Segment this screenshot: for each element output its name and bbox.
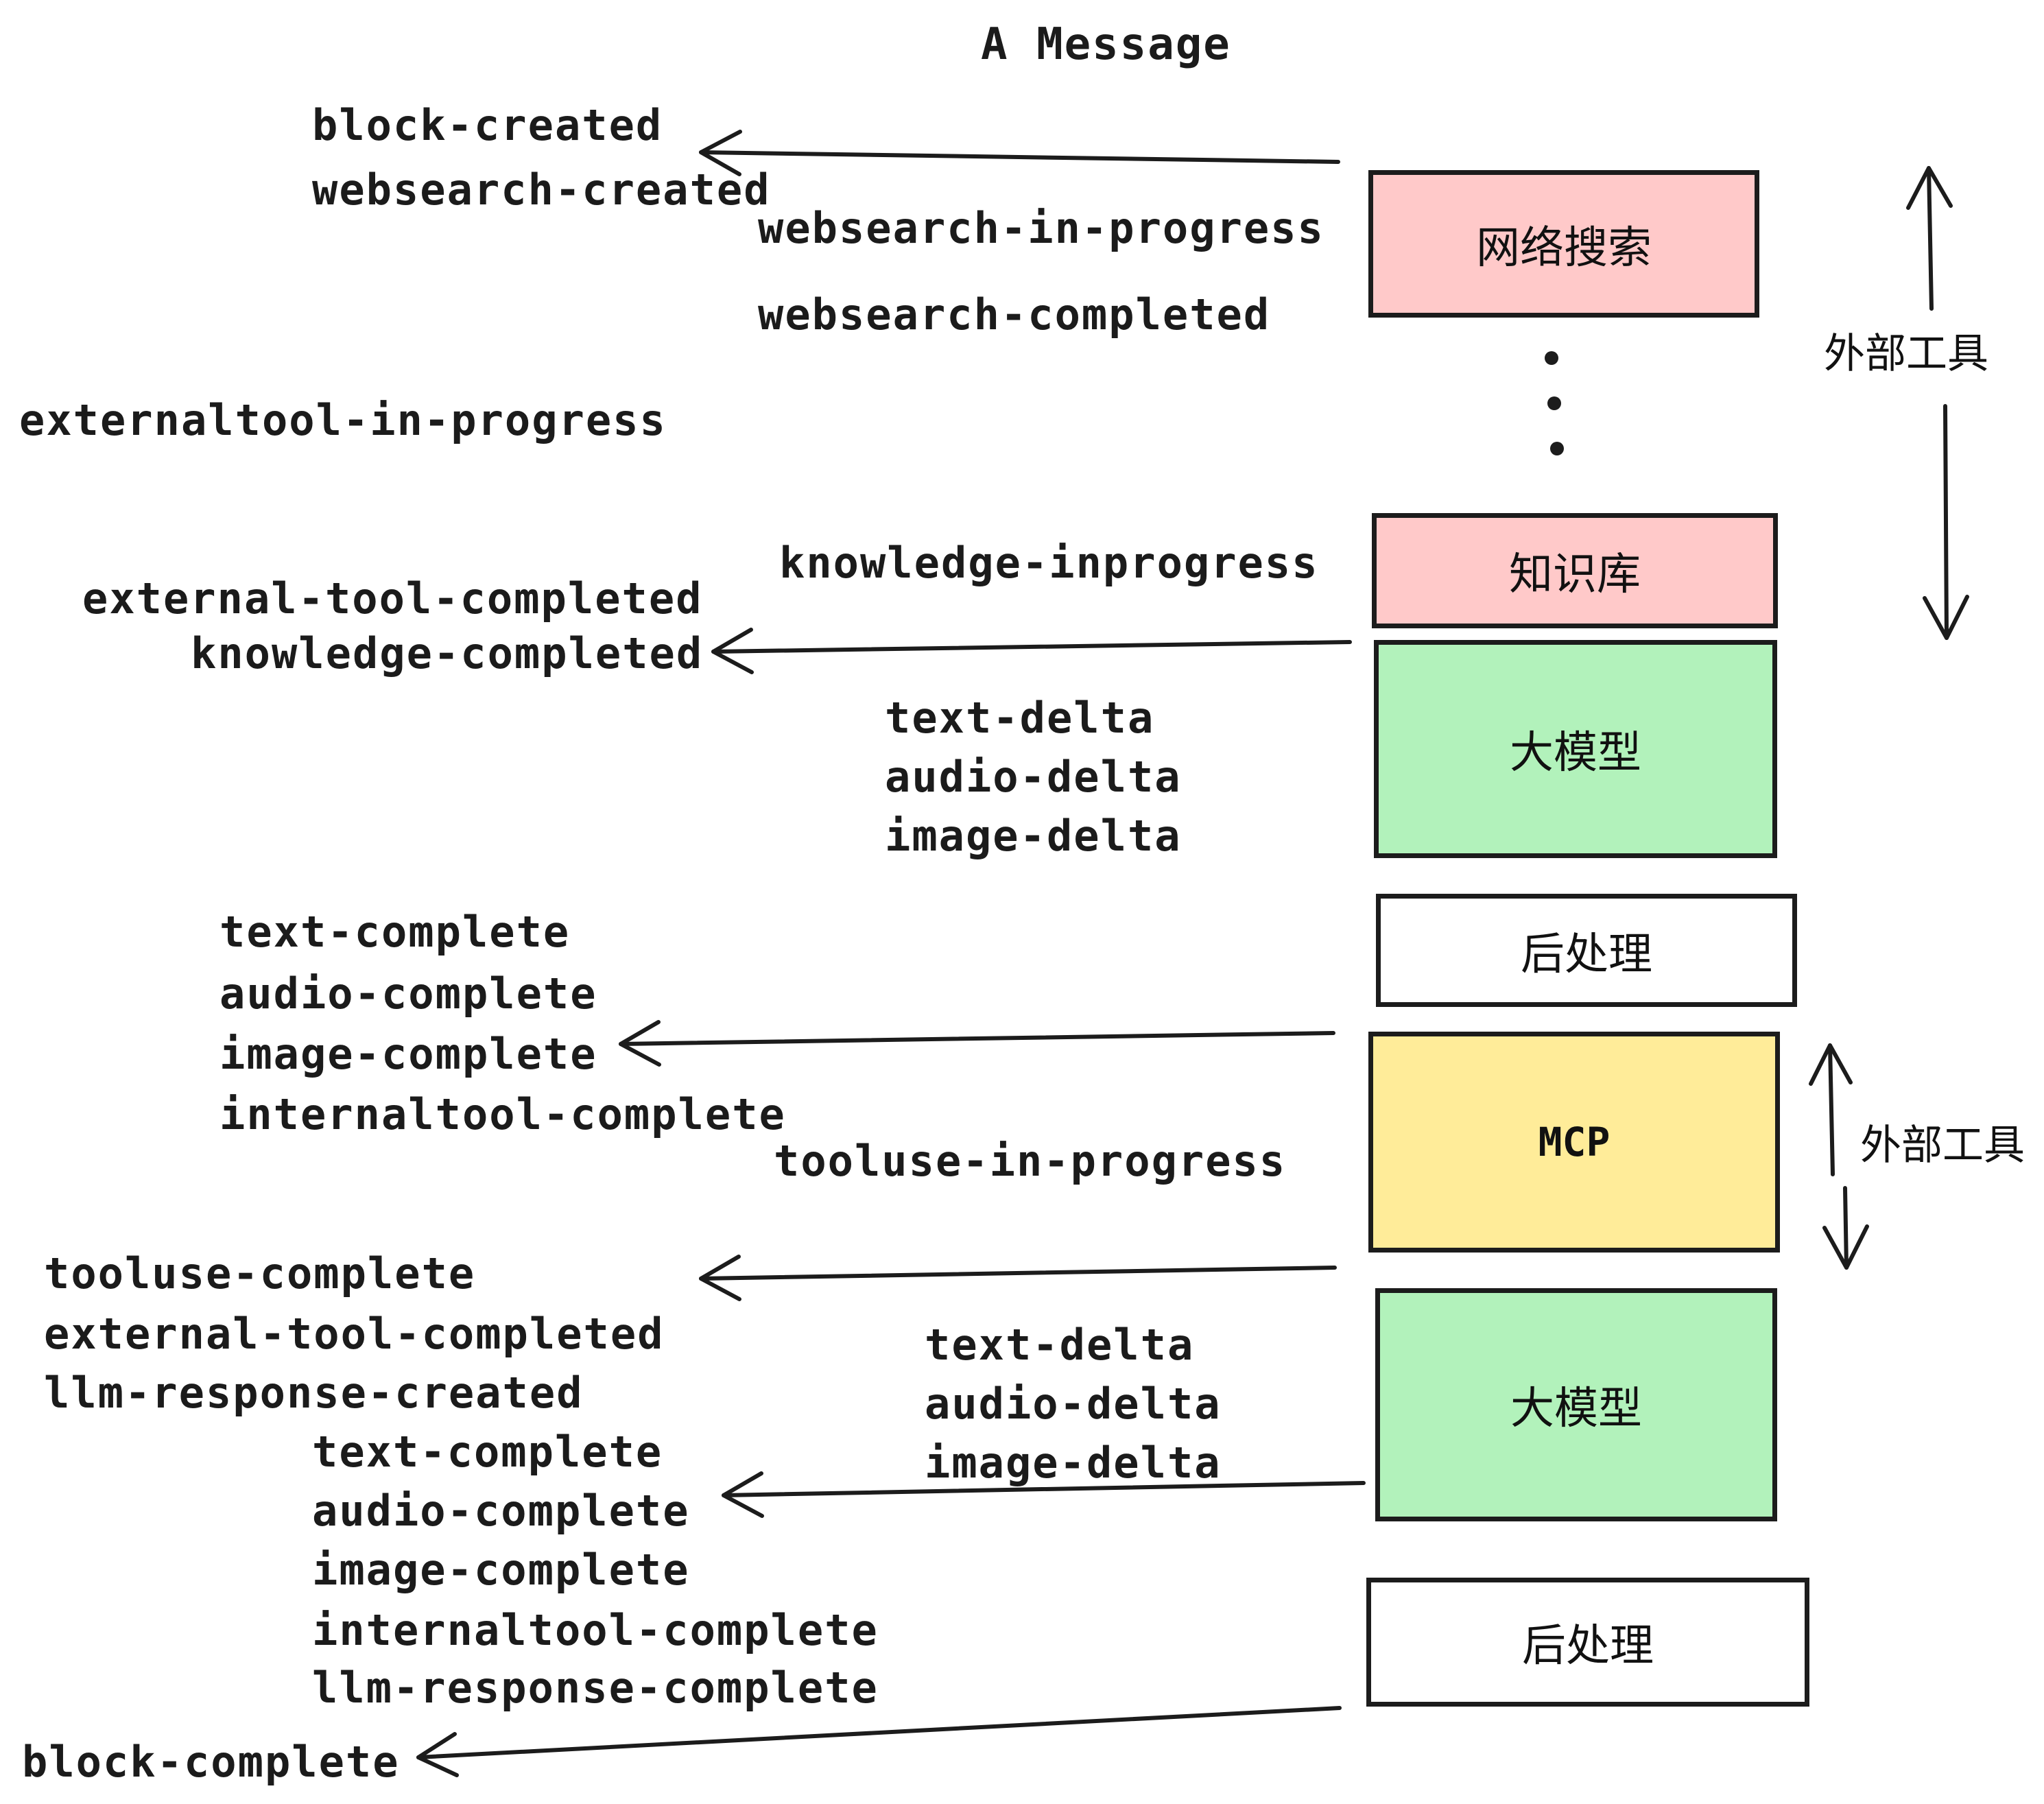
event-externaltool-in-progress: externaltool-in-progress bbox=[19, 395, 667, 445]
diagram-title: A Message bbox=[981, 19, 1231, 70]
event-image-complete-1: image-complete bbox=[219, 1029, 597, 1079]
arrow-to-image-complete bbox=[619, 1020, 1335, 1067]
event-text-complete-1: text-complete bbox=[219, 907, 571, 957]
event-llm-response-complete: llm-response-complete bbox=[312, 1663, 879, 1713]
arrow-to-tooluse-complete bbox=[699, 1255, 1337, 1301]
event-knowledge-inprogress: knowledge-inprogress bbox=[779, 538, 1319, 588]
arrow-to-block-complete bbox=[416, 1706, 1342, 1777]
event-knowledge-completed: knowledge-completed bbox=[191, 628, 704, 678]
box-postprocess-1: 后处理 bbox=[1376, 894, 1797, 1007]
box-mcp: MCP bbox=[1368, 1032, 1780, 1253]
event-llm-response-created: llm-response-created bbox=[44, 1368, 584, 1418]
event-block-created: block-created bbox=[312, 100, 663, 150]
event-image-delta-1: image-delta bbox=[885, 811, 1182, 861]
box-llm-2: 大模型 bbox=[1375, 1288, 1777, 1521]
event-websearch-created: websearch-created bbox=[312, 165, 771, 215]
arrow-to-audio-complete bbox=[722, 1471, 1366, 1518]
double-arrow-external-tools-mid bbox=[1809, 1043, 1869, 1270]
event-audio-complete-1: audio-complete bbox=[219, 969, 597, 1019]
event-audio-delta-2: audio-delta bbox=[925, 1379, 1222, 1429]
event-text-delta-1: text-delta bbox=[885, 693, 1155, 743]
double-arrow-external-tools-top bbox=[1906, 166, 1969, 640]
event-audio-delta-1: audio-delta bbox=[885, 752, 1182, 802]
event-image-delta-2: image-delta bbox=[925, 1438, 1222, 1488]
event-audio-complete-2: audio-complete bbox=[312, 1486, 690, 1536]
event-block-complete: block-complete bbox=[22, 1737, 400, 1787]
event-internaltool-complete-1: internaltool-complete bbox=[219, 1089, 786, 1139]
event-internaltool-complete-2: internaltool-complete bbox=[312, 1605, 879, 1655]
event-external-tool-completed-2: external-tool-completed bbox=[44, 1309, 665, 1359]
box-postprocess-2: 后处理 bbox=[1366, 1578, 1809, 1707]
event-tooluse-complete: tooluse-complete bbox=[44, 1248, 476, 1298]
event-image-complete-2: image-complete bbox=[312, 1545, 690, 1595]
event-external-tool-completed: external-tool-completed bbox=[82, 573, 703, 624]
event-text-delta-2: text-delta bbox=[925, 1320, 1195, 1370]
label-external-tools-mid: 外部工具 bbox=[1860, 1121, 2025, 1170]
event-websearch-in-progress: websearch-in-progress bbox=[758, 203, 1324, 253]
event-websearch-completed: websearch-completed bbox=[758, 289, 1271, 340]
event-text-complete-2: text-complete bbox=[312, 1427, 663, 1477]
arrow-to-knowledge-completed bbox=[711, 628, 1352, 674]
ellipsis-dots bbox=[1545, 351, 1564, 455]
label-external-tools-top: 外部工具 bbox=[1822, 330, 1990, 378]
arrow-to-block-created bbox=[699, 130, 1340, 176]
event-tooluse-in-progress: tooluse-in-progress bbox=[774, 1136, 1287, 1186]
box-knowledge: 知识库 bbox=[1372, 513, 1778, 628]
box-llm-1: 大模型 bbox=[1374, 640, 1777, 858]
box-websearch: 网络搜索 bbox=[1368, 170, 1759, 318]
